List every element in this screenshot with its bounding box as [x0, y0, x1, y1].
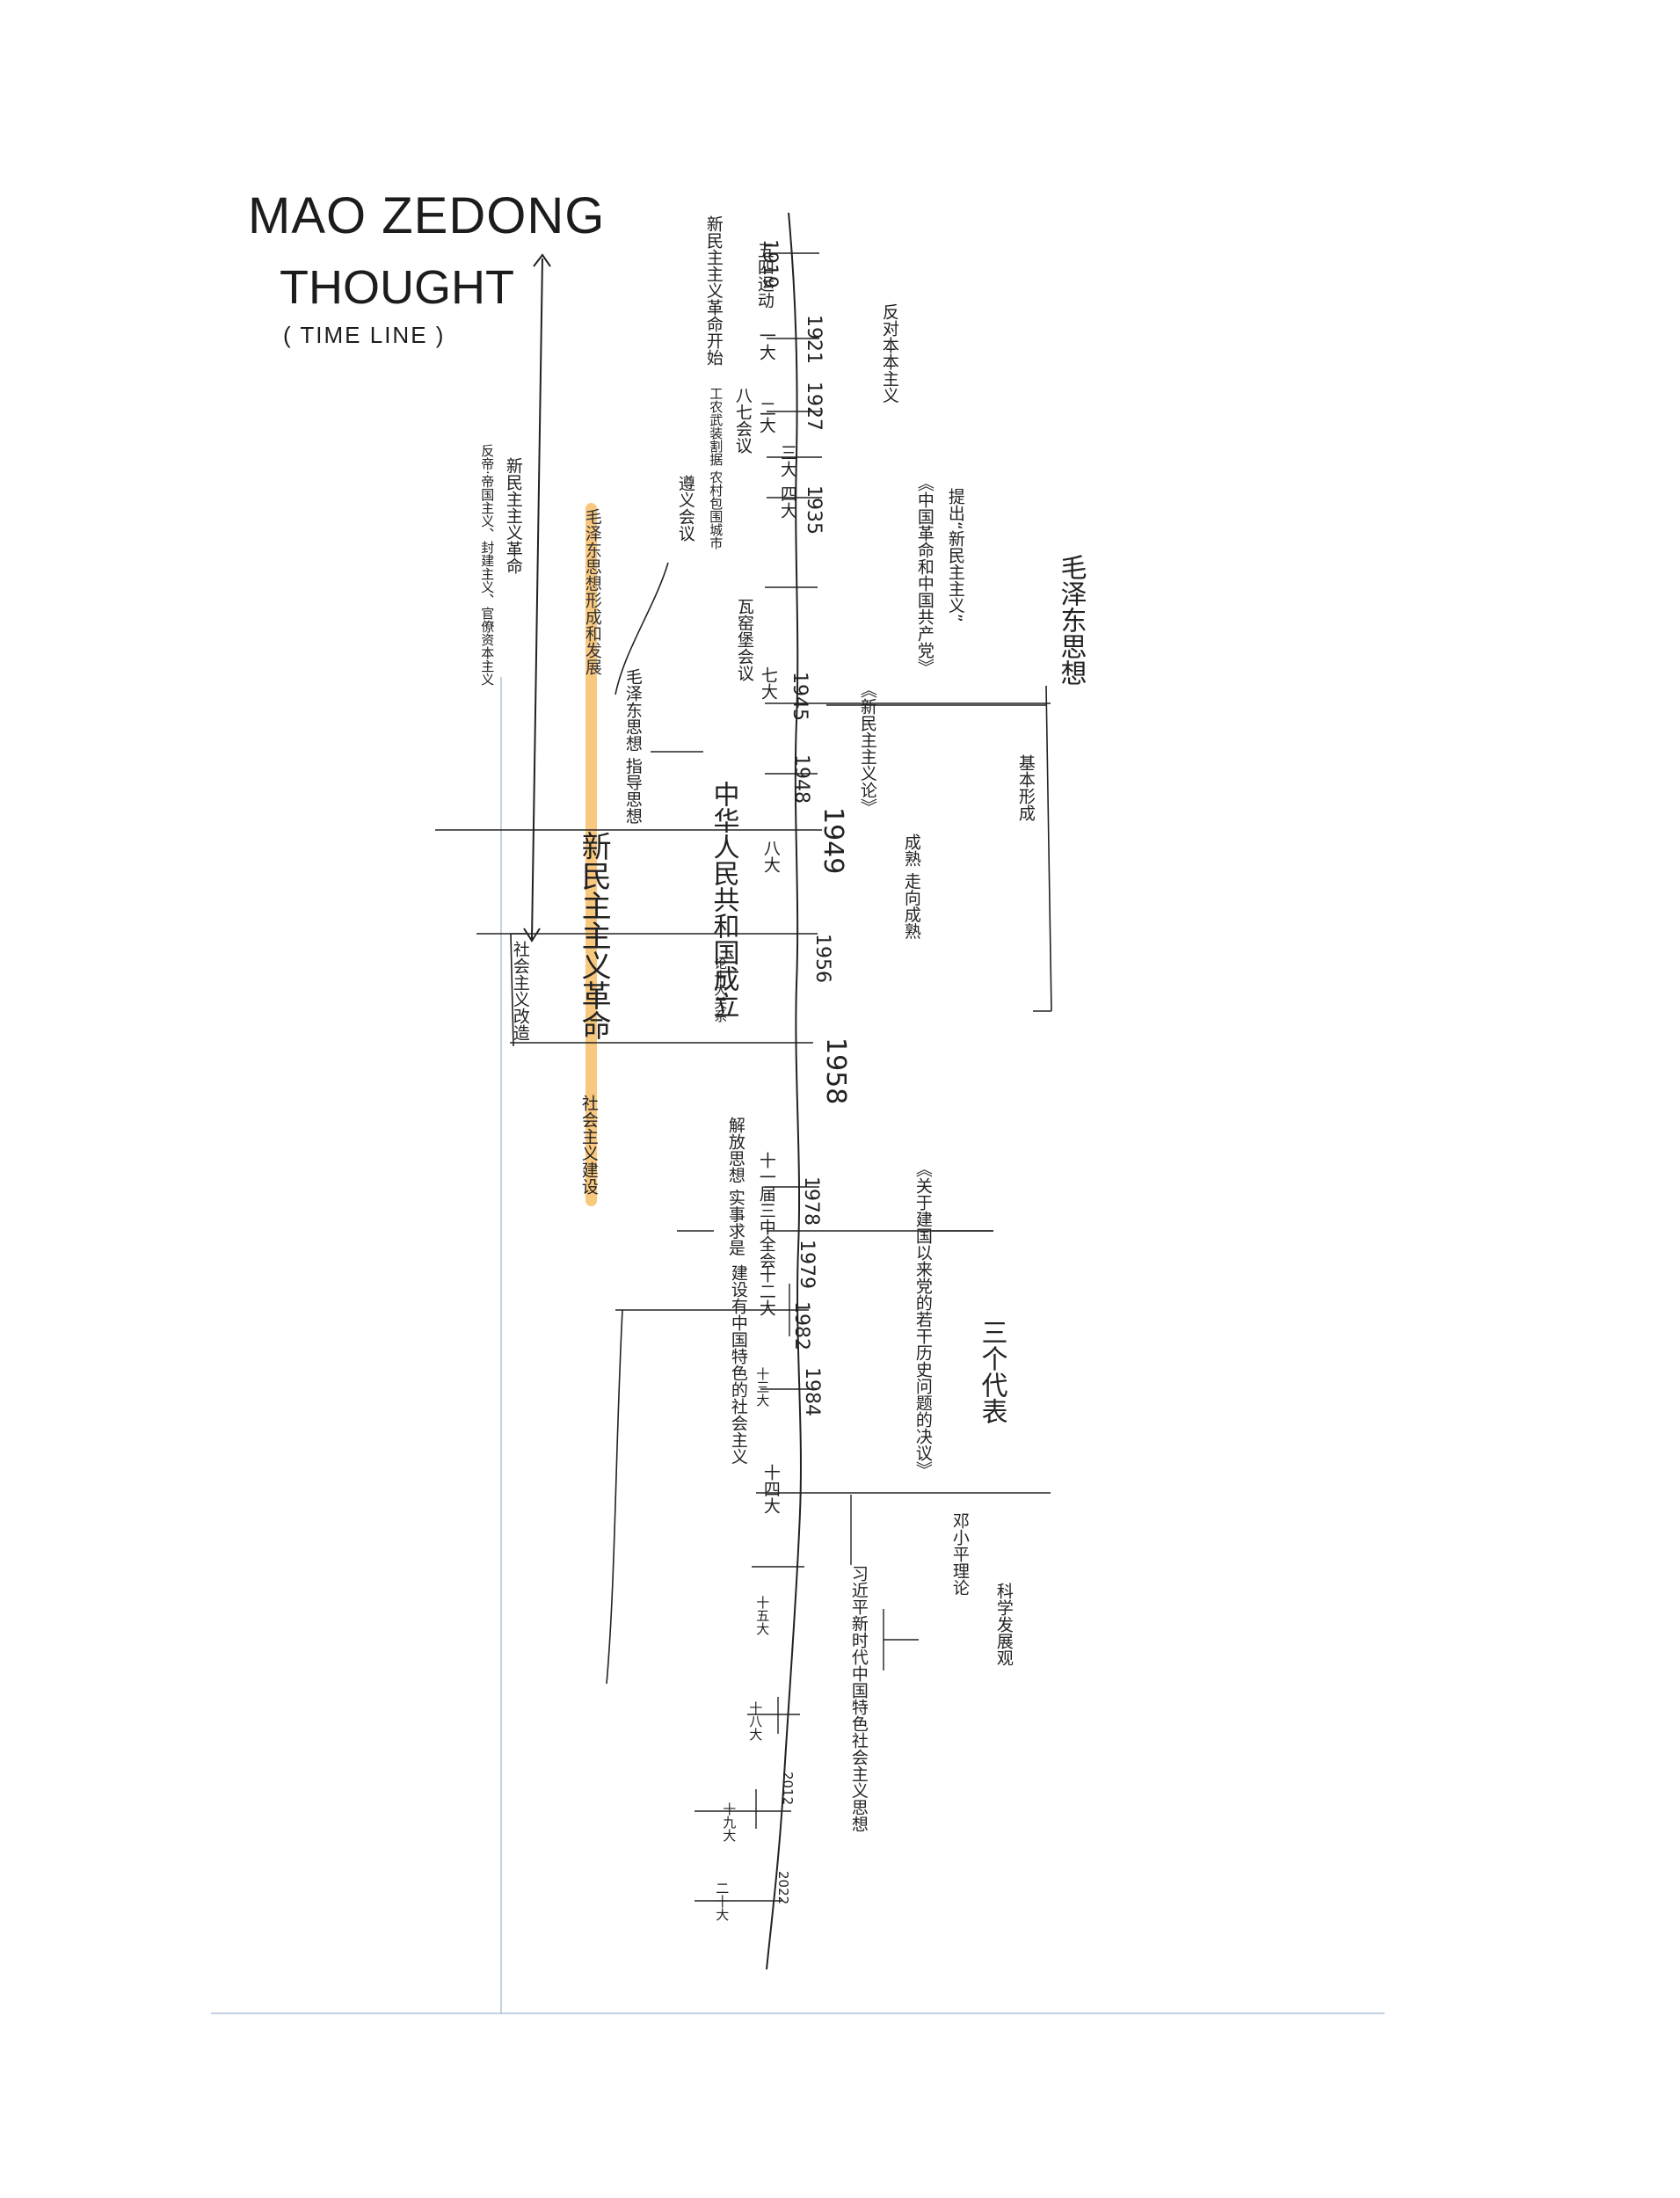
event-zunyi: 遵义会议: [675, 475, 695, 542]
left-top-label: 新民主主义革命: [503, 457, 523, 574]
note-xi-thought: 习近平新时代中国特色社会主义思想: [848, 1565, 869, 1832]
event-wayaobao: 瓦窑堡会议: [734, 598, 754, 681]
middle-period-note: 社会主义改造: [510, 941, 530, 1041]
middle-period-label: 新民主主义革命: [576, 831, 612, 1040]
event-third-congress: 三大: [777, 444, 797, 477]
event-prc-founded: 中华人民共和国成立: [708, 781, 739, 1018]
note-basic-formation: 基本形成: [1015, 754, 1036, 821]
event-twelfth-congress: 十二大: [756, 1266, 776, 1316]
year-1935: 1935: [803, 485, 825, 535]
highlight-label: 毛泽东思想形成和发展: [582, 508, 602, 675]
event-fourteenth-congress: 十四大: [760, 1464, 781, 1514]
event-first-congress: 一大: [756, 327, 776, 360]
event-fifteenth-congress: 十五大: [754, 1596, 771, 1635]
page-title-line1: MAO ZEDONG: [248, 187, 606, 244]
note-three-represents: 三个代表: [976, 1319, 1007, 1424]
year-1948: 1948: [790, 754, 812, 804]
year-2012: 2012: [780, 1772, 796, 1806]
highlight-bar: [585, 503, 597, 1206]
note-chinese-revolution: 《中国革命和中国共产党》: [914, 475, 935, 675]
event-nineteenth-congress: 十九大: [721, 1802, 738, 1842]
note-deng-theory: 邓小平理论: [949, 1512, 970, 1596]
note-scientific-outlook: 科学发展观: [993, 1583, 1014, 1666]
event-eighth-congress: 八大: [760, 840, 781, 873]
event-thirteenth-congress: 十三大: [754, 1367, 771, 1407]
note-new-democracy-proposed: 提出“新民主主义”: [945, 488, 965, 622]
up-arrowhead: [533, 253, 551, 267]
page-subtitle: ( TIME LINE ): [283, 322, 446, 348]
note-against-book-worship: 反对本本主义: [879, 303, 899, 404]
year-1956: 1956: [811, 934, 833, 983]
right-bracket: [1045, 685, 1052, 1012]
event-august-seventh: 八七会议: [732, 387, 753, 454]
right-bracket-label: 毛泽东思想: [1055, 554, 1087, 686]
event-emancipate-mind: 解放思想 实事求是: [725, 1117, 745, 1256]
year-2022: 2022: [775, 1871, 791, 1905]
year-1978: 1978: [800, 1176, 822, 1226]
event-guiding-ideology: 毛泽东思想 指导思想: [622, 668, 643, 825]
year-1958: 1958: [820, 1037, 851, 1105]
page-title-line2: THOUGHT: [280, 261, 514, 314]
year-1949: 1949: [818, 807, 848, 875]
event-may-fourth: 五四运动: [754, 242, 775, 309]
event-second-congress: 二大: [756, 400, 776, 433]
year-1927: 1927: [803, 382, 825, 431]
down-arrowhead: [523, 928, 541, 943]
event-chinese-characteristics: 建设有中国特色的社会主义: [728, 1264, 748, 1465]
year-1984: 1984: [801, 1367, 823, 1416]
year-1979: 1979: [796, 1240, 818, 1289]
event-armed-separatism: 工农武装割据 农村包围城市: [708, 387, 724, 550]
note-historical-resolution: 《关于建国以来党的若干历史问题的决议》: [913, 1161, 933, 1478]
event-third-plenum: 十一届三中全会: [756, 1152, 776, 1269]
left-arrow-line: [531, 258, 543, 940]
note-on-new-democracy: 《新民主主义论》: [857, 681, 877, 815]
year-1982: 1982: [790, 1301, 812, 1350]
left-top-note: 反帝·帝国主义、封建主义、官僚资本主义: [479, 444, 496, 686]
event-seventh-congress: 七大: [758, 666, 778, 700]
left-lower-bracket: [606, 1309, 623, 1685]
note-maturity: 成熟 走向成熟: [901, 833, 921, 940]
event-ten-relations: 论十大关系: [712, 957, 729, 1023]
year-1945: 1945: [789, 672, 811, 721]
event-new-democratic-start: 新民主主义革命开始: [703, 215, 724, 366]
event-eighteenth-congress: 十八大: [747, 1701, 764, 1741]
event-fourth-congress: 四大: [777, 485, 797, 519]
event-twentieth-congress: 二十大: [714, 1881, 731, 1921]
main-timeline-axis: [766, 212, 802, 1970]
year-1921: 1921: [803, 315, 825, 364]
bottom-period-label: 社会主义建设: [578, 1095, 599, 1195]
